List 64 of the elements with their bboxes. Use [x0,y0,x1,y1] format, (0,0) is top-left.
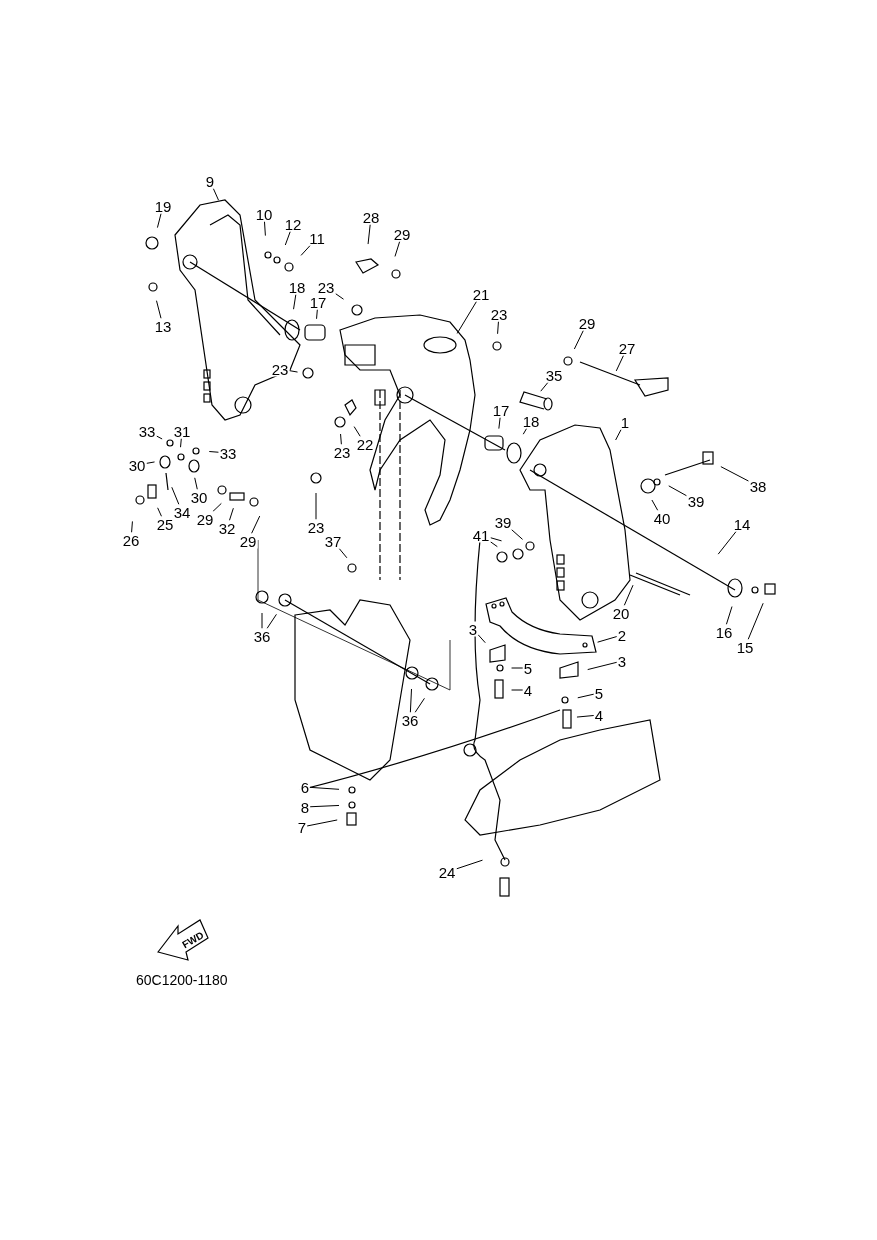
leader-line [409,688,412,713]
leader-line [266,613,277,629]
leader-line [651,499,659,511]
leader-line [212,502,222,512]
leader-line [717,531,737,555]
forward-direction-arrow: FWD [156,919,209,961]
leader-line [668,485,688,497]
leader-line [157,507,163,517]
leader-line [540,382,549,392]
leader-line [511,667,524,669]
leader-line [353,426,361,437]
leader-line [156,213,162,229]
leader-line [131,520,133,533]
leader-line [587,661,618,671]
leader-line [489,541,498,548]
leader-line [477,634,486,644]
leader-line [212,188,220,201]
leader-line [597,636,618,643]
leader-line [284,231,291,246]
leader-line [577,693,595,699]
leader-line [497,321,499,335]
leader-line [498,417,501,430]
leader-line [522,428,528,435]
leader-line [156,300,162,319]
leader-line [615,429,622,441]
leader-line [309,804,340,808]
leader-line [510,529,524,540]
leader-line [338,548,348,559]
leader-line [145,461,156,464]
leader-line [309,786,340,790]
leader-line [340,433,342,445]
leader-line [334,293,345,300]
leader-line [394,241,401,257]
leader-line [171,486,180,505]
leader-line [414,697,425,713]
leader-line [456,301,477,334]
leader-line [747,602,764,640]
leader-line [489,537,503,542]
leader-line [293,294,297,310]
leader-line [455,859,483,870]
leader-line [576,715,595,718]
leader-line [208,451,220,453]
leader-line [300,245,311,256]
leader-line [720,466,750,482]
leader-line [725,606,733,625]
leader-line [228,507,234,521]
leader-line [288,370,299,373]
leader-line [511,689,524,691]
leader-line [573,330,584,350]
drawing-code: 60C1200-1180 [136,972,228,988]
callout-number: 3 [467,621,479,637]
leader-line [180,438,182,448]
leader-line [155,435,163,440]
leader-line [251,515,261,534]
leader-line [306,819,338,827]
callout-number: 29 [195,511,215,527]
leader-line [261,612,263,629]
leader-line [194,477,198,490]
leader-line [315,492,317,520]
leader-line [367,224,371,245]
leader-line [264,221,266,237]
leader-line [615,355,624,372]
leader-line [623,584,634,606]
leader-line [316,309,318,320]
